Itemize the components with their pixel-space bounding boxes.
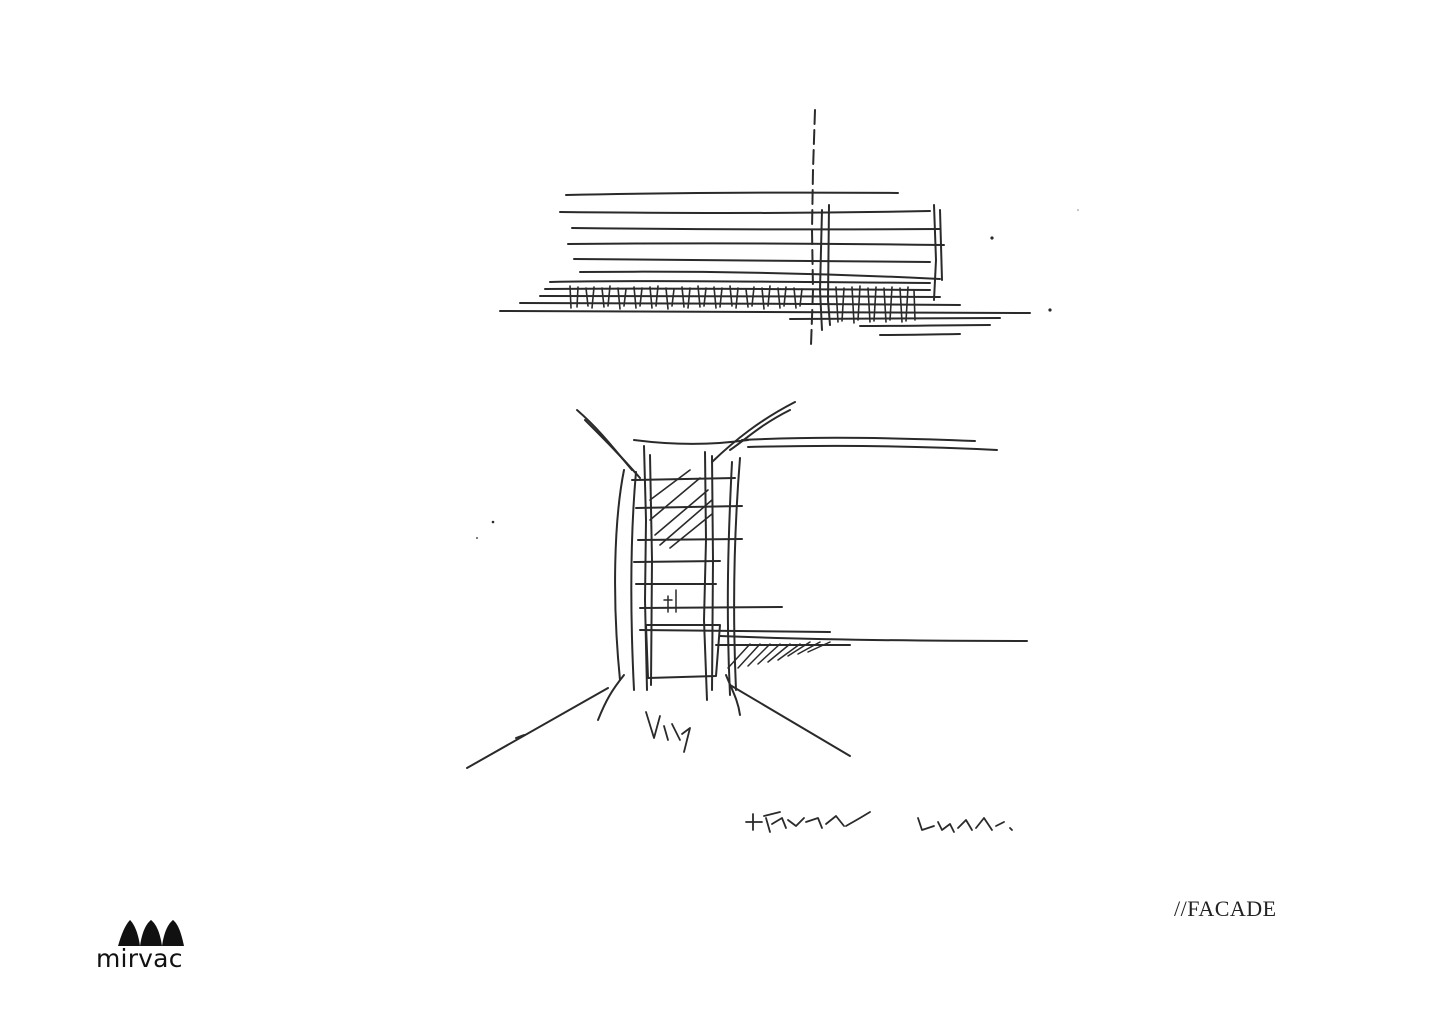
mirvac-roof-logo-icon [118, 920, 184, 946]
handwritten-annotation [745, 811, 1013, 833]
facade-elevation-sketch [499, 109, 1079, 346]
mirvac-logo: mirvac [96, 918, 192, 974]
section-label: //FACADE [1174, 896, 1277, 921]
facade-perspective-sketch [466, 401, 1028, 769]
mirvac-wordmark: mirvac [96, 944, 183, 973]
